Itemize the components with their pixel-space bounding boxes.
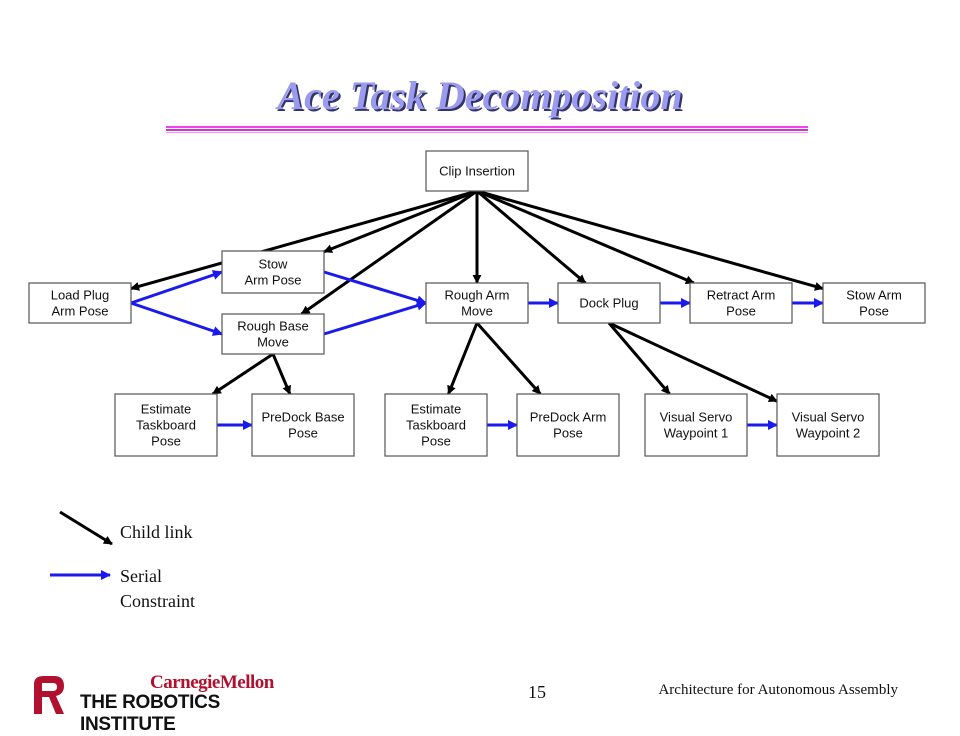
task-node-label: Pose <box>726 304 756 319</box>
child-link-rougharm-to-est2 <box>447 322 479 395</box>
task-node-label: Rough Arm <box>444 288 509 303</box>
logo-carnegie-mellon: CarnegieMellon <box>150 672 274 693</box>
task-node-label: Stow Arm <box>846 288 902 303</box>
title-underline <box>166 126 808 128</box>
legend-serial-label-line1: Serial <box>120 566 162 586</box>
task-node-box <box>425 150 529 192</box>
task-node-label: Pose <box>859 304 889 319</box>
task-node-box <box>384 393 488 457</box>
task-node-label: Estimate <box>411 402 462 417</box>
legend-serial-label-line2: Constraint <box>120 591 195 611</box>
task-node-box <box>557 282 661 324</box>
task-node-box <box>644 393 748 457</box>
child-link-rougharm-to-predockarm <box>475 322 542 395</box>
child-link-clip-to-dock <box>476 189 587 285</box>
task-node-box <box>251 393 355 457</box>
task-node-label: Visual Servo <box>660 410 733 425</box>
task-node-label: Dock Plug <box>579 296 638 311</box>
task-node-box <box>221 250 325 294</box>
task-node-label: Waypoint 2 <box>796 426 861 441</box>
title-underline <box>166 132 808 133</box>
legend-child-link-icon <box>59 510 113 546</box>
cmu-ri-logo: CarnegieMellon THE ROBOTICS INSTITUTE <box>30 672 310 735</box>
child-link-clip-to-stow2 <box>476 189 824 291</box>
task-node-box <box>28 282 132 324</box>
task-node-label: Move <box>257 335 289 350</box>
task-node-label: Waypoint 1 <box>664 426 729 441</box>
serial-constraint-roughbase-to-rougharm <box>323 300 427 336</box>
title-underline <box>166 129 808 131</box>
logo-robotics-institute: THE ROBOTICS INSTITUTE <box>80 692 220 735</box>
task-node-label: Taskboard <box>406 418 466 433</box>
task-node-label: Pose <box>421 434 451 449</box>
child-link-clip-to-load <box>130 189 478 291</box>
task-node-label: Estimate <box>141 402 192 417</box>
task-node-box <box>822 282 926 324</box>
task-node-box <box>425 282 529 324</box>
child-link-dock-to-vs2 <box>608 321 778 403</box>
task-node-label: Arm Pose <box>244 273 301 288</box>
task-node-dock: Dock Plug <box>557 282 661 324</box>
task-node-label: Visual Servo <box>792 410 865 425</box>
task-node-label: Rough Base <box>237 319 309 334</box>
task-node-box <box>221 313 325 355</box>
child-link-clip-to-roughbase <box>300 189 478 316</box>
serial-constraint-load-to-roughbase <box>130 301 223 336</box>
task-node-label: Load Plug <box>51 288 110 303</box>
slide-title: Ace Task Decomposition <box>277 73 683 118</box>
serial-constraint-stow1-to-rougharm <box>323 270 427 306</box>
serial-constraint-load-to-stow1 <box>130 270 223 305</box>
footer-text: Architecture for Autonomous Assembly <box>658 682 898 698</box>
child-link-clip-to-retract <box>476 189 695 285</box>
child-link-roughbase-to-predockbase <box>271 353 292 395</box>
task-node-box <box>114 393 218 457</box>
task-node-label: Pose <box>553 426 583 441</box>
task-node-label: Stow <box>259 257 289 272</box>
task-node-label: Move <box>461 304 493 319</box>
task-node-clip: Clip Insertion <box>425 150 529 192</box>
page-number: 15 <box>528 682 546 702</box>
task-node-label: Clip Insertion <box>439 164 515 179</box>
robotics-institute-logo-icon <box>34 676 64 714</box>
task-node-label: Pose <box>151 434 181 449</box>
legend-child-link-label: Child link <box>120 522 193 542</box>
task-node-label: PreDock Base <box>261 410 344 425</box>
task-node-box <box>516 393 620 457</box>
child-link-roughbase-to-est1 <box>211 352 274 396</box>
task-node-label: Arm Pose <box>51 304 108 319</box>
task-node-label: Retract Arm <box>707 288 776 303</box>
task-node-box <box>689 282 793 324</box>
child-link-dock-to-vs1 <box>607 322 671 395</box>
child-link-clip-to-stow1 <box>323 189 478 254</box>
task-node-box <box>776 393 880 457</box>
task-node-label: Taskboard <box>136 418 196 433</box>
task-node-label: Pose <box>288 426 318 441</box>
task-node-label: PreDock Arm <box>530 410 607 425</box>
